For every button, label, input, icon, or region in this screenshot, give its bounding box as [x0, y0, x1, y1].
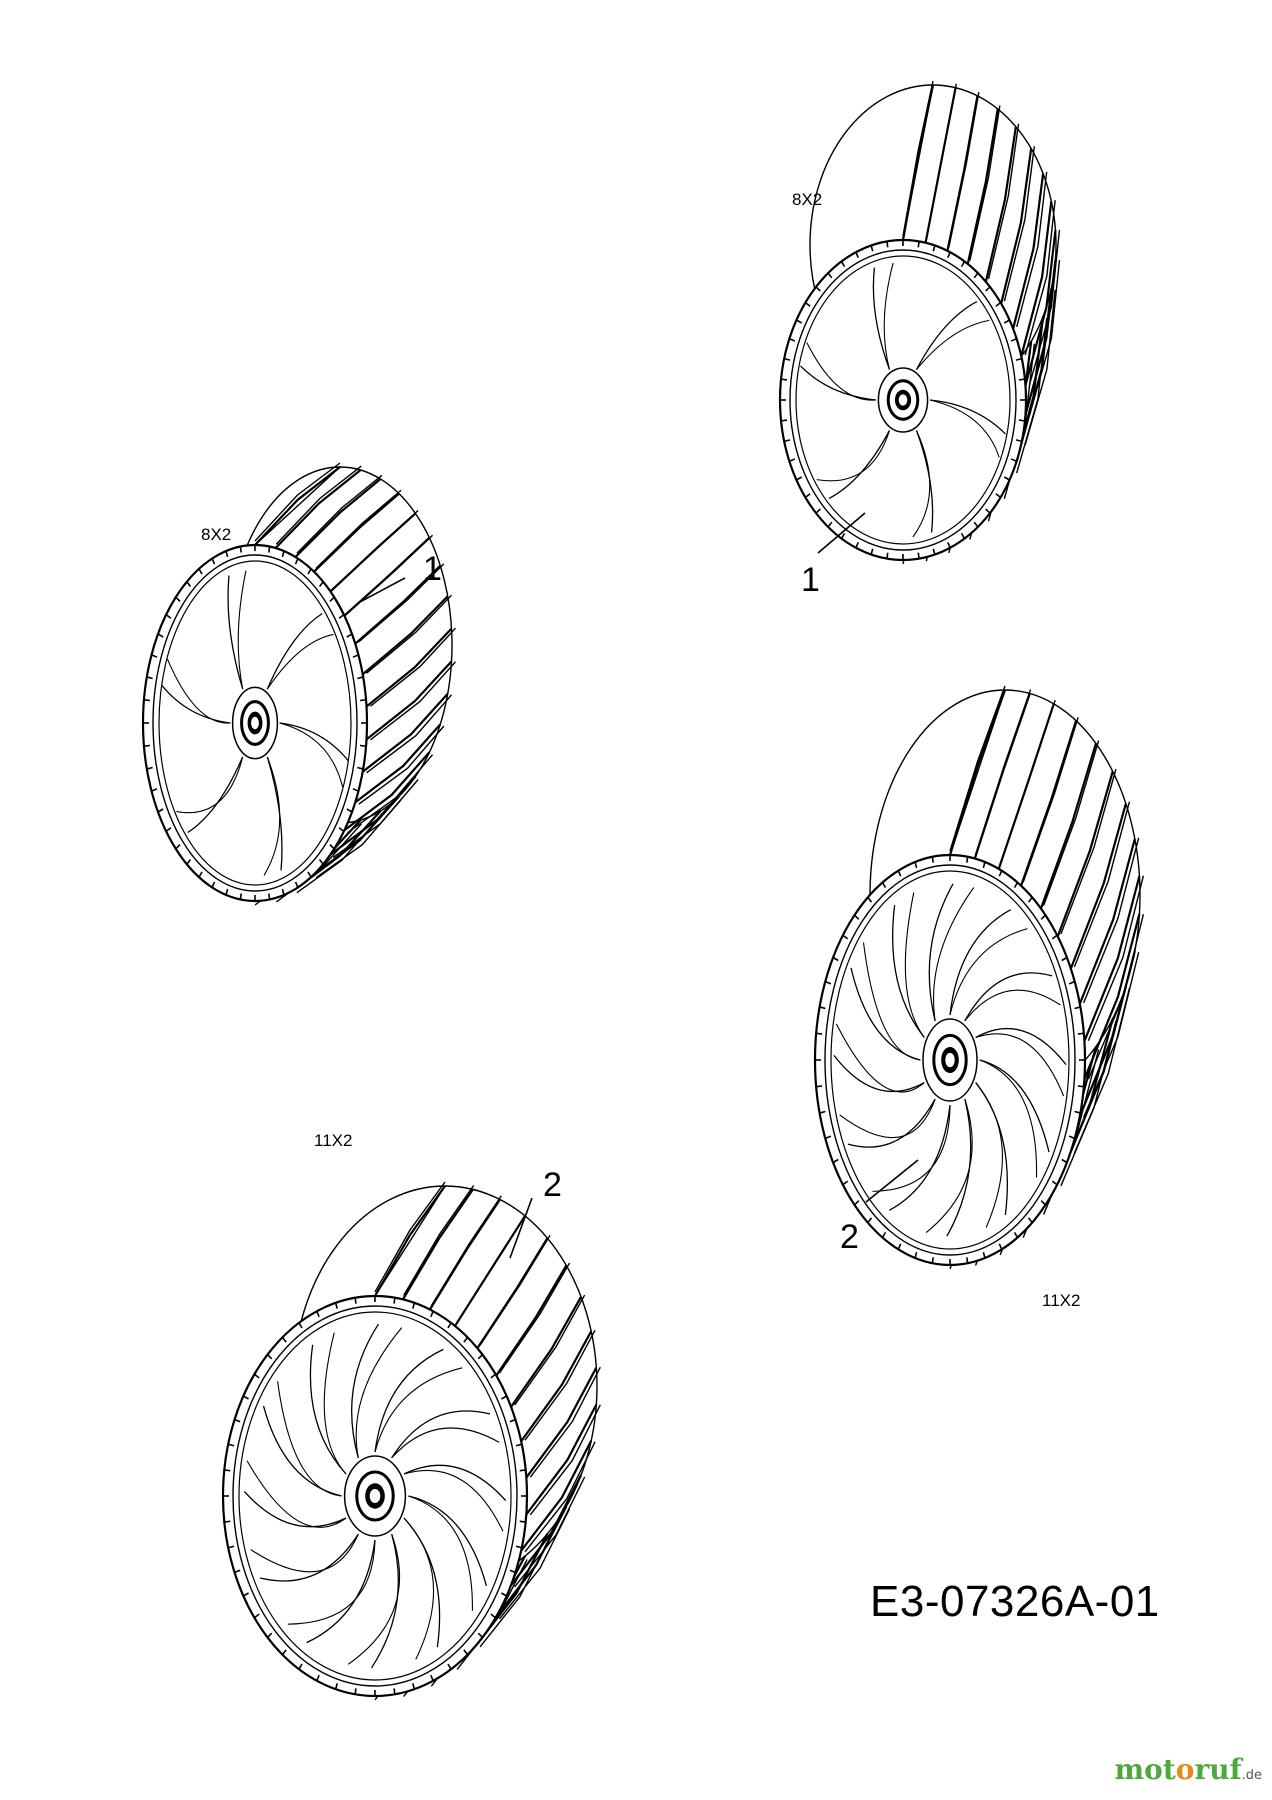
watermark-text-1: mot	[1114, 1753, 1176, 1786]
part-number-2a: 2	[543, 1166, 562, 1204]
part-number-1a: 1	[423, 550, 442, 588]
wheel-large-left	[221, 1181, 601, 1701]
part-number-2b: 2	[840, 1218, 859, 1256]
drawing-number: E3-07326A-01	[870, 1577, 1160, 1626]
wheel-small-left	[141, 462, 457, 906]
quantity-label-2a: 11X2	[314, 1131, 353, 1150]
quantity-label-1b: 8X2	[792, 190, 823, 209]
leader-line-1b	[817, 512, 866, 554]
watermark-logo: motoruf.de	[1115, 1753, 1262, 1786]
part-number-1b: 1	[801, 561, 820, 599]
wheel-small-right	[778, 80, 1061, 565]
leader-line-2b	[865, 1159, 919, 1203]
quantity-label-1a: 8X2	[201, 525, 232, 544]
leader-line-2a	[509, 1197, 533, 1259]
leader-lines	[357, 512, 919, 1259]
quantity-label-2b: 11X2	[1042, 1291, 1081, 1310]
watermark-text-3: ruf	[1194, 1753, 1242, 1786]
wheel-large-right	[813, 685, 1145, 1270]
watermark-tld: .de	[1241, 1768, 1262, 1783]
leader-line-1a	[357, 577, 406, 604]
watermark-text-2: o	[1175, 1753, 1195, 1786]
